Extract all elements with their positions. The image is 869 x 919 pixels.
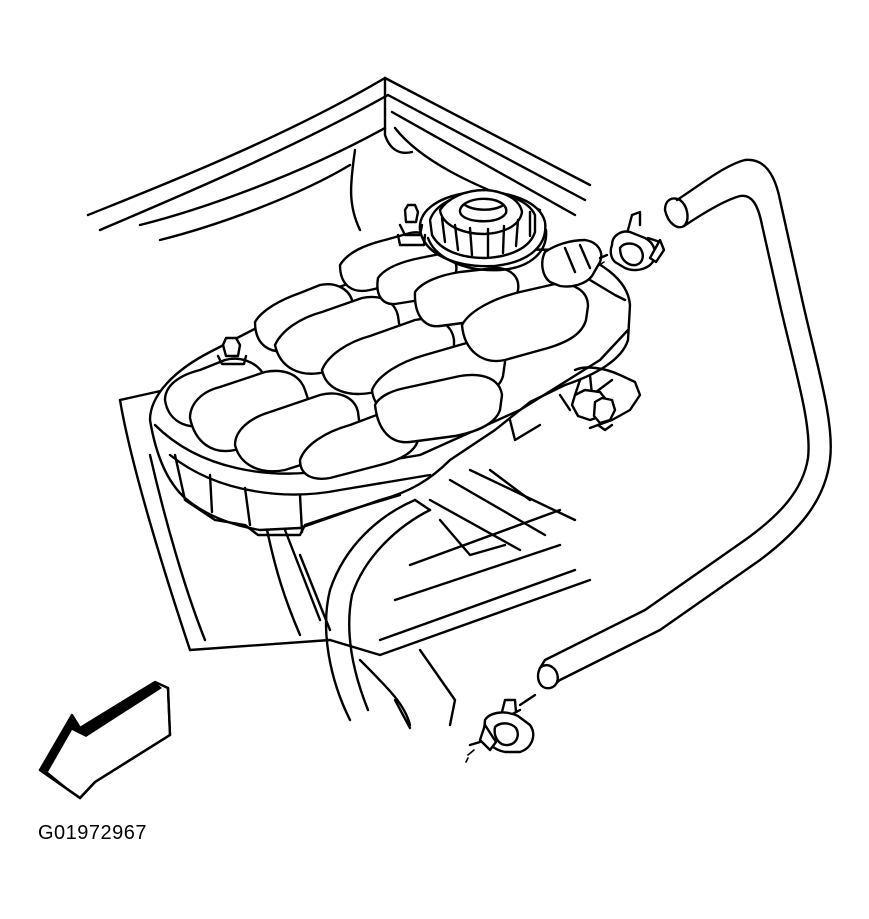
figure-id-label: G01972967	[38, 822, 148, 844]
body-panel	[86, 76, 592, 242]
pressure-cap	[418, 188, 548, 272]
coolant-reservoir	[148, 231, 632, 537]
lower-hose-clamp	[465, 698, 535, 763]
front-direction-arrow	[38, 680, 172, 800]
radiator-support	[118, 388, 592, 730]
overflow-hose	[324, 498, 432, 722]
upper-hose-clamp	[597, 210, 666, 272]
tank-fittings	[216, 203, 427, 366]
mounting-bolt	[570, 366, 642, 432]
coolant-hose	[503, 158, 832, 720]
